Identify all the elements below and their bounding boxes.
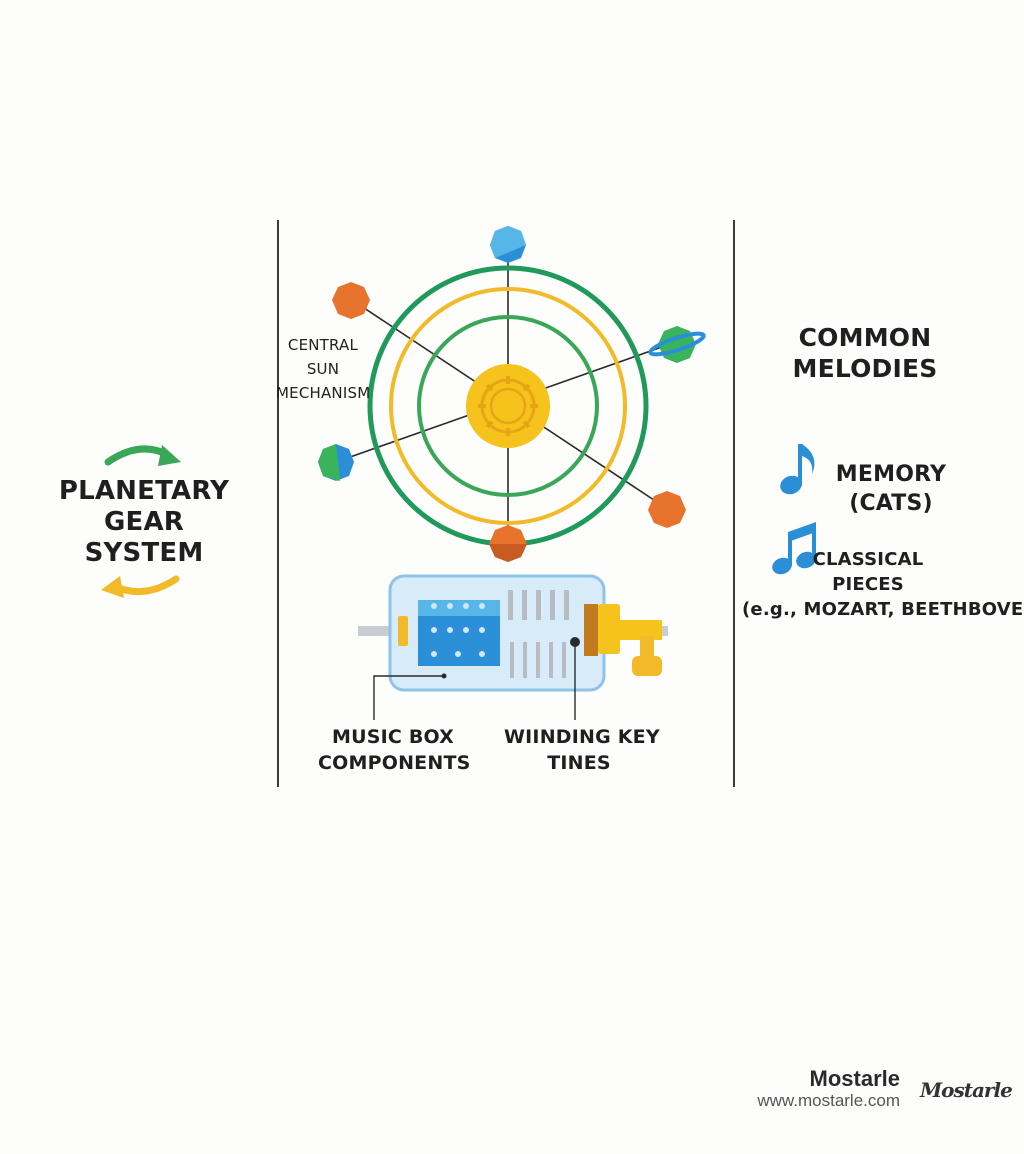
brand-name: Mostarle [809,1066,900,1091]
label-line: MUSIC BOX [331,726,455,748]
title-line: SYSTEM [84,538,204,568]
planet-left-icon [318,444,354,481]
label-line: MECHANISM [276,384,371,402]
planetary-gear-title: PLANETARY GEAR SYSTEM [56,476,232,569]
melody-item-memory: MEMORY (CATS) [826,460,956,518]
left-divider [277,220,279,787]
label-line: TINES [547,752,611,774]
eighth-note-icon [780,444,815,495]
planet-top-left-icon [332,282,370,319]
planet-top-icon [490,226,526,263]
music-box-label: MUSIC BOX COMPONENTS [318,724,471,776]
label-line: (e.g., MOZART, BEETHBOVEN) [742,599,1024,620]
planet-right-ringed-icon [648,326,706,363]
arrow-bottom-icon [101,575,180,598]
common-melodies-title: COMMON MELODIES [790,322,940,384]
label-line: COMPONENTS [318,752,471,774]
inner-ring [417,315,599,497]
label-line: (CATS) [849,491,933,516]
right-divider [733,220,735,787]
label-line: SUN [306,360,340,378]
label-line: WIINDING KEY [504,726,660,748]
sun-mechanism-label: CENTRAL SUN MECHANISM [276,333,370,405]
title-line: PLANETARY [58,476,230,506]
music-box-icon [358,574,668,692]
brand-url[interactable]: www.mostarle.com [757,1091,900,1110]
title-line: MELODIES [792,354,938,383]
beamed-notes-icon [772,522,816,575]
brand-signature-logo: Mostarle [920,1078,1013,1102]
title-line: GEAR [103,507,185,537]
label-line: MEMORY [835,462,947,487]
title-line: COMMON [798,323,932,352]
middle-ring [389,287,627,525]
callout-lines [373,642,576,720]
label-line: CLASSICAL [812,549,924,570]
arrow-top-icon [104,445,181,466]
label-line: CENTRAL [287,336,359,354]
melody-item-classical: CLASSICAL PIECES (e.g., MOZART, BEETHBOV… [742,547,1024,622]
winding-key-label: WIINDING KEY TINES [504,724,660,776]
label-line: PIECES [832,574,904,595]
planet-bottom-icon [489,525,527,562]
sun-gear-icon [466,364,550,448]
planet-bottom-right-icon [648,491,686,528]
